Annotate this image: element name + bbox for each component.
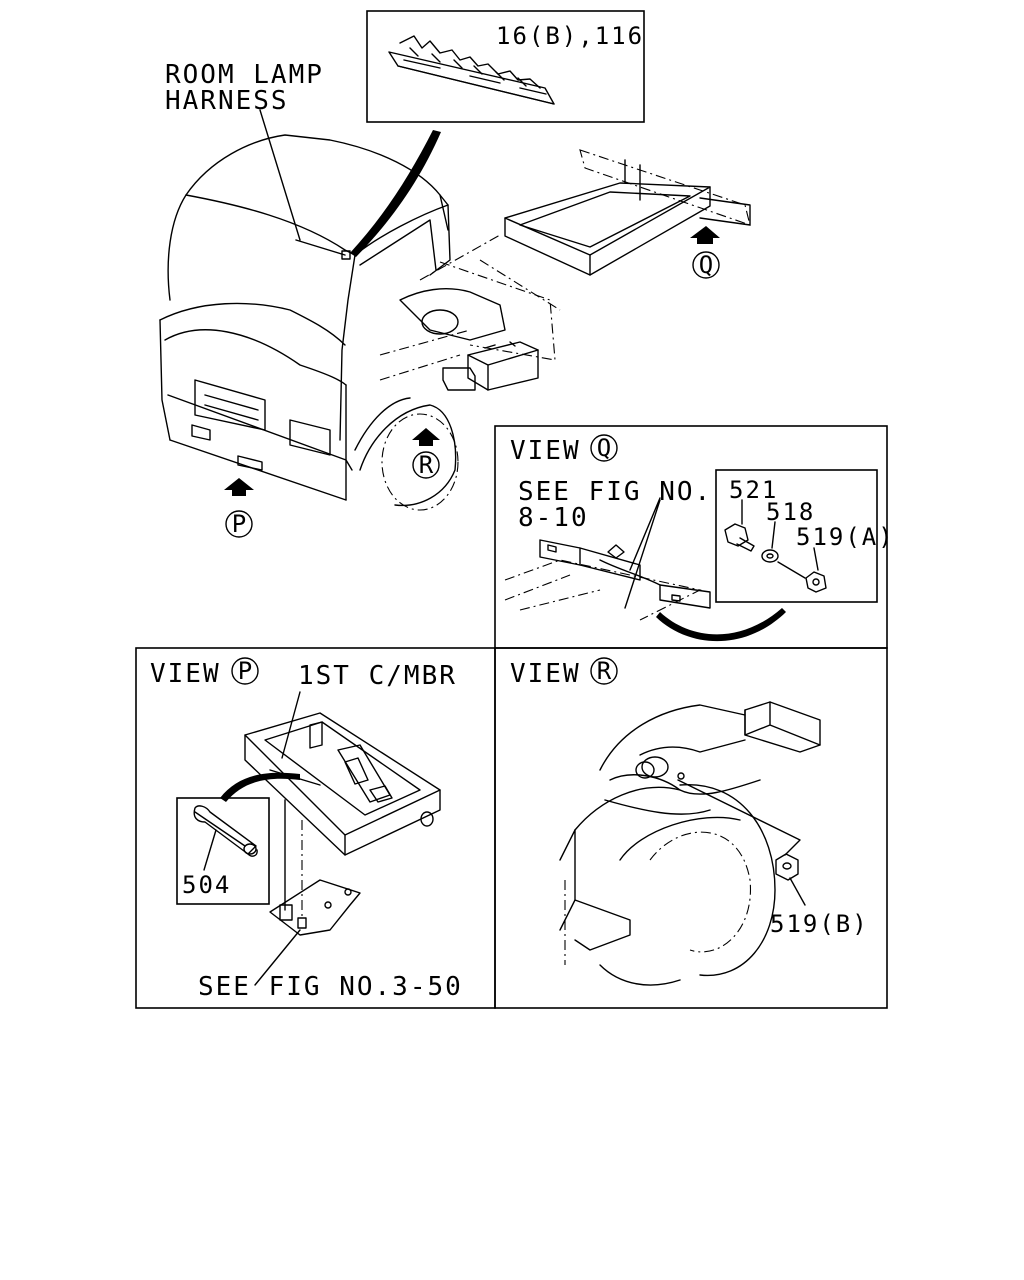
view-r-letter: R — [597, 657, 612, 685]
connector-clip-strip — [388, 35, 555, 105]
nut-519b-label: 519(B) — [770, 910, 869, 938]
arrow-q-icon — [690, 226, 720, 244]
top-inset-leader — [350, 130, 441, 257]
grommet-504-label: 504 — [182, 871, 231, 899]
truck-cab — [159, 109, 459, 511]
view-p-letter: P — [238, 657, 252, 685]
chassis-frame — [379, 149, 751, 391]
room-lamp-label-line2: HARNESS — [165, 86, 289, 116]
view-p-panel — [135, 647, 496, 1009]
nut-519a-label: 519(A) — [796, 523, 895, 551]
top-inset-frame — [366, 10, 645, 123]
room-lamp-leader — [259, 109, 301, 241]
marker-p-circle — [225, 510, 253, 538]
arrow-r-icon — [412, 428, 440, 446]
nut-519b-leader — [677, 779, 801, 856]
washer-518-icon — [761, 549, 779, 563]
view-p: VIEW P 1ST C/MBR 504 SEE FIG NO.3-50 — [150, 657, 463, 1002]
view-r-letter-circle — [590, 657, 618, 685]
marker-r-circle — [412, 451, 440, 479]
view-q-see-fig-line2: 8-10 — [518, 503, 589, 533]
view-r: VIEW R 519(B) — [510, 657, 869, 986]
view-q-leader — [656, 608, 786, 642]
room-lamp-label-line1: ROOM LAMP — [165, 60, 324, 90]
view-p-title: VIEW — [150, 659, 221, 689]
view-p-see-fig: SEE FIG NO.3-50 — [198, 972, 463, 1002]
view-p-leader — [220, 772, 300, 802]
top-inset-part-ref: 16(B),116 — [496, 22, 644, 50]
marker-r-letter: R — [419, 451, 434, 479]
marker-r-group: R — [412, 428, 440, 479]
bolt-521-icon — [724, 523, 749, 547]
grommet-504-icon — [193, 805, 257, 855]
view-r-panel — [494, 647, 888, 1009]
view-r-title: VIEW — [510, 659, 581, 689]
first-cross-member-label: 1ST C/MBR — [298, 661, 457, 691]
view-q-title: VIEW — [510, 436, 581, 466]
bracket-leader — [254, 929, 301, 986]
marker-q-group: Q — [690, 226, 720, 279]
view-q: VIEW Q SEE FIG NO. 8-10 521 518 519(A) — [504, 434, 895, 642]
nut-519b-icon — [775, 853, 799, 881]
arrow-p-icon — [224, 478, 254, 496]
washer-518-label: 518 — [766, 498, 815, 526]
view-q-parts-box — [715, 469, 878, 603]
marker-q-letter: Q — [699, 251, 713, 279]
marker-p-letter: P — [232, 510, 246, 538]
view-q-letter-circle — [590, 434, 618, 462]
view-q-letter: Q — [597, 434, 611, 462]
view-q-see-fig-line1: SEE FIG NO. — [518, 477, 712, 507]
marker-p-group: P — [224, 478, 254, 538]
marker-q-circle — [692, 251, 720, 279]
cross-member-leader — [281, 691, 301, 759]
bolt-521-label: 521 — [729, 476, 778, 504]
nut-519a-icon — [805, 571, 827, 593]
view-p-letter-circle — [231, 657, 259, 685]
top-inset: 16(B),116 — [350, 10, 645, 257]
